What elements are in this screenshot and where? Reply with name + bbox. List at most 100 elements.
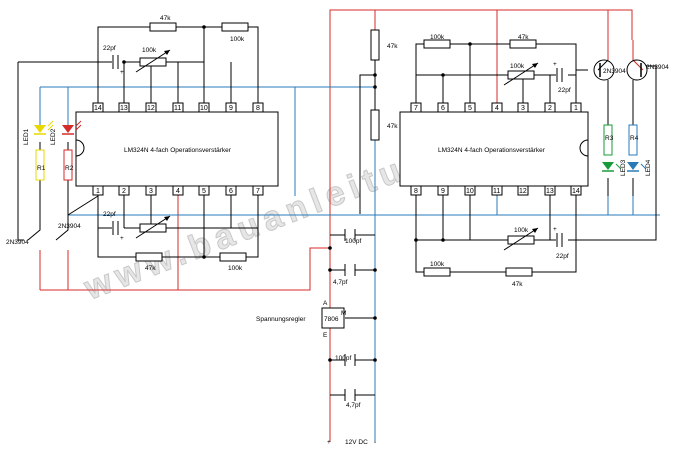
ic-right-label: LM324N 4-fach Operationsverstärker — [438, 147, 546, 154]
ic-right-top-pins: 7 6 5 4 3 2 1 — [410, 102, 582, 113]
transistor-label: 2N3904 — [646, 64, 669, 71]
resistor-47k-right-bottom — [505, 267, 533, 277]
resistor-r1 — [35, 149, 45, 181]
resistor-100k-left-top — [221, 22, 249, 32]
voltage-regulator — [321, 307, 345, 329]
led-label: LED1 — [23, 128, 30, 145]
resistor-label: R3 — [605, 135, 614, 142]
ic-left-bottom-pins: 1 2 3 4 5 6 7 — [92, 185, 264, 196]
capacitor-label: 4,7pf — [346, 402, 361, 409]
capacitor-22pf-left-bottom — [112, 221, 119, 235]
pin-label: 12 — [519, 188, 527, 195]
led-label: LED3 — [620, 159, 627, 176]
regulator-pin-m: M — [341, 310, 346, 317]
resistor-47k-left-bottom — [135, 252, 163, 262]
potentiometer-label: 100k — [514, 227, 529, 234]
right-top-network — [415, 43, 577, 103]
regulator-pin-a: A — [323, 300, 328, 307]
pin-label: 14 — [94, 105, 102, 112]
led-label: LED4 — [645, 159, 652, 176]
supply-voltage-label: 12V DC — [345, 439, 368, 446]
resistor-label: 100k — [430, 261, 445, 268]
potentiometer-label: 100k — [510, 63, 525, 70]
supply-rails — [40, 9, 660, 442]
capacitor-c2 — [344, 264, 356, 276]
resistor-label: R1 — [37, 165, 46, 172]
pin-label: 13 — [120, 105, 128, 112]
potentiometer-100k-left-bottom — [135, 215, 171, 239]
right-led-wiring — [576, 40, 644, 215]
resistor-r2 — [63, 149, 73, 181]
pin-label: 8 — [256, 105, 260, 112]
capacitor-22pf-left-top — [112, 55, 119, 69]
capacitor-c1 — [344, 229, 356, 241]
resistor-label: 47k — [387, 123, 398, 130]
resistor-label: 100k — [228, 265, 243, 272]
potentiometer-label: 100k — [142, 47, 157, 54]
capacitor-polarity: + — [120, 235, 124, 242]
transistor-right-a — [593, 59, 615, 81]
pin-label: 1 — [574, 105, 578, 112]
pin-label: 9 — [441, 188, 445, 195]
power-supply — [330, 234, 375, 396]
resistor-label: 100k — [230, 36, 245, 43]
pin-label: 11 — [174, 105, 181, 112]
supply-minus-label: - — [374, 439, 376, 446]
led4 — [627, 162, 647, 172]
capacitor-label: 100pf — [345, 238, 361, 245]
transistor-label: 2N3904 — [603, 68, 626, 75]
capacitor-label: 22pf — [103, 211, 116, 218]
transistor-right-b — [626, 59, 648, 81]
resistor-label: 47k — [145, 265, 156, 272]
pin-label: 4 — [495, 105, 499, 112]
ic-left: LM324N 4-fach Operationsverstärker 14 13… — [75, 102, 279, 196]
capacitor-polarity: + — [553, 61, 557, 68]
resistor-label: 47k — [518, 34, 529, 41]
capacitor-label: 4,7pf — [333, 279, 348, 286]
regulator-part: 7806 — [324, 316, 339, 323]
ic-right: LM324N 4-fach Operationsverstärker 7 6 5… — [399, 102, 589, 196]
right-bottom-network — [415, 65, 657, 273]
resistor-47k-mid-bottom — [370, 109, 380, 141]
left-led-wiring — [17, 61, 99, 290]
resistor-r4 — [628, 124, 638, 156]
resistor-100k-left-bottom — [219, 252, 247, 262]
supply-plus-label: + — [327, 439, 331, 446]
capacitor-polarity: + — [120, 69, 124, 76]
pin-label: 2 — [548, 105, 552, 112]
pin-label: 3 — [149, 188, 153, 195]
left-top-network — [97, 26, 259, 103]
pin-label: 12 — [147, 105, 155, 112]
pin-label: 13 — [546, 188, 554, 195]
pin-label: 5 — [202, 188, 206, 195]
pin-label: 14 — [572, 188, 580, 195]
capacitor-polarity: + — [553, 226, 557, 233]
led2 — [62, 120, 82, 135]
led1 — [34, 120, 54, 135]
led3 — [602, 162, 622, 172]
regulator-label: Spannungsregler — [256, 316, 306, 323]
left-bottom-network — [97, 195, 259, 258]
capacitor-c3 — [344, 354, 356, 366]
pin-label: 11 — [493, 188, 500, 195]
pin-label: 10 — [466, 188, 474, 195]
capacitor-22pf-right-top — [556, 68, 563, 82]
potentiometer-100k-right-top — [503, 62, 539, 86]
pin-label: 6 — [441, 105, 445, 112]
pin-label: 3 — [521, 105, 525, 112]
transistor-label: 2N3904 — [58, 223, 81, 230]
ic-left-label: LM324N 4-fach Operationsverstärker — [124, 147, 232, 154]
resistor-47k-left-top — [149, 22, 177, 32]
capacitor-label: 22pf — [556, 253, 569, 260]
pin-label: 8 — [414, 188, 418, 195]
pin-label: 5 — [468, 105, 472, 112]
resistor-47k-right-top — [509, 39, 537, 49]
resistor-label: 47k — [387, 43, 398, 50]
pin-label: 2 — [122, 188, 126, 195]
capacitor-label: 22pf — [103, 45, 116, 52]
capacitor-label: 100pf — [335, 355, 351, 362]
resistor-100k-right-top — [423, 39, 451, 49]
resistor-r3 — [603, 124, 613, 156]
pin-label: 9 — [229, 105, 233, 112]
ic-left-top-pins: 14 13 12 11 10 9 8 — [92, 102, 264, 113]
